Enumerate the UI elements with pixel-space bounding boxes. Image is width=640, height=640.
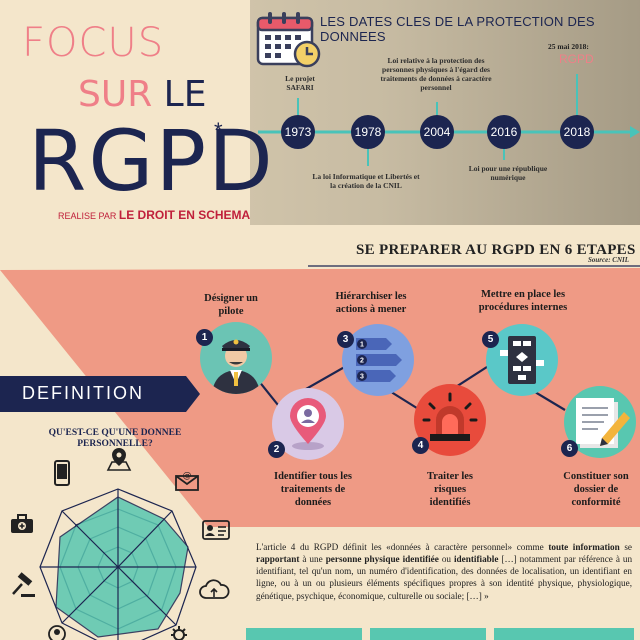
article-4-definition: L'article 4 du RGPD définit les «données… [256, 541, 632, 602]
timeline-note-2004: Loi relative à la protection des personn… [380, 56, 492, 92]
title-le: LE [163, 74, 207, 115]
title-sur-le: SUR LE [78, 74, 206, 115]
title-focus: FOCUS [22, 20, 165, 66]
personal-data-radar [39, 488, 197, 640]
step-2-label: Identifier tous les traitements de donné… [274, 471, 352, 509]
article-text-5: […] notamment par référence à un identif… [256, 554, 633, 601]
priority-3: 3 [360, 374, 364, 381]
document-pen-icon [576, 398, 630, 448]
step-6-number: 6 [561, 440, 578, 457]
steps-title-underline [308, 265, 640, 267]
steps-source: Source: CNIL [588, 256, 630, 264]
priority-1: 1 [360, 342, 364, 349]
timeline-title: LES DATES CLES DE LA PROTECTION DES DONN… [320, 14, 595, 44]
step-6-label: Constituer son dossier de conformité [563, 471, 629, 509]
cloud-icon [199, 579, 230, 599]
step-3-label: Hiérarchiser les actions à mener [335, 291, 407, 316]
credit-prefix: REALISE PAR [58, 211, 117, 221]
author-credit: REALISE PAR LE DROIT EN SCHEMA [58, 208, 250, 222]
timeline-note-1973: Le projet SAFARI [285, 74, 315, 92]
priority-2: 2 [360, 358, 364, 365]
timeline-node-1973: 1973 [281, 115, 315, 149]
email-icon: @ [175, 471, 199, 491]
article-bold-1: toute information [548, 542, 620, 552]
step-6-circle [564, 386, 636, 458]
timeline-note-1978: La loi Informatique et Libertés et la cr… [312, 172, 420, 190]
step-4-circle [414, 384, 486, 456]
gavel-icon [12, 572, 35, 597]
timeline-note-2016: Loi pour une république numérique [468, 164, 548, 182]
medical-case-icon [11, 514, 33, 533]
step-5-label: Mettre en place les procédures internes [478, 289, 568, 314]
title-rgpd: RGPD [28, 112, 275, 210]
gear-icon [171, 626, 187, 640]
timeline-node-1978: 1978 [351, 115, 385, 149]
definition-question: QU'EST-CE QU'UNE DONNEE PERSONNELLE? [48, 428, 182, 450]
step-3-number: 3 [337, 331, 354, 348]
step-5-number: 5 [482, 331, 499, 348]
article-text-4: ou [441, 554, 452, 565]
step-1-label: Désigner un pilote [204, 293, 258, 318]
location-person-icon [290, 398, 326, 450]
phone-icon [54, 460, 70, 486]
step-4-label: Traiter les risques identifiés [427, 471, 473, 509]
definition-banner-tip [186, 376, 200, 412]
step-2-number: 2 [268, 441, 285, 458]
article-bold-3: personne physique identifiée [325, 554, 439, 565]
timeline-node-2018: 2018 [560, 115, 594, 149]
pilot-icon [212, 339, 260, 394]
timeline-rgpd-highlight: RGPD [559, 52, 594, 66]
timeline-node-2004: 2004 [420, 115, 454, 149]
flowchart-icon [500, 336, 544, 384]
timeline-note-2018: 25 mai 2018: [548, 42, 589, 51]
step-3-circle: 1 2 3 [342, 324, 414, 396]
article-text-3: à une [302, 554, 323, 565]
article-text-1: L'article 4 du RGPD définit les «données… [256, 542, 544, 552]
profile-icon [48, 625, 66, 640]
credit-author: LE DROIT EN SCHEMA [118, 208, 251, 222]
article-bold-4: identifiable [454, 554, 499, 565]
timeline-node-2016: 2016 [487, 115, 521, 149]
calendar-icon [256, 12, 321, 68]
map-pin-icon [106, 448, 132, 471]
title-sur: SUR [78, 74, 153, 115]
definition-banner [0, 376, 186, 412]
definition-title: DEFINITION [22, 383, 144, 403]
article-bold-2: rapportant [256, 554, 300, 565]
alarm-light-icon [422, 392, 478, 441]
step-4-number: 4 [412, 437, 429, 454]
step-1-number: 1 [196, 329, 213, 346]
title-asterisk: * [214, 118, 223, 143]
svg-text:@: @ [183, 471, 192, 481]
id-card-icon [202, 520, 230, 540]
priority-list-icon: 1 2 3 [356, 338, 402, 382]
article-text-2: se [624, 542, 632, 552]
steps-title: SE PREPARER AU RGPD EN 6 ETAPES [356, 242, 636, 258]
